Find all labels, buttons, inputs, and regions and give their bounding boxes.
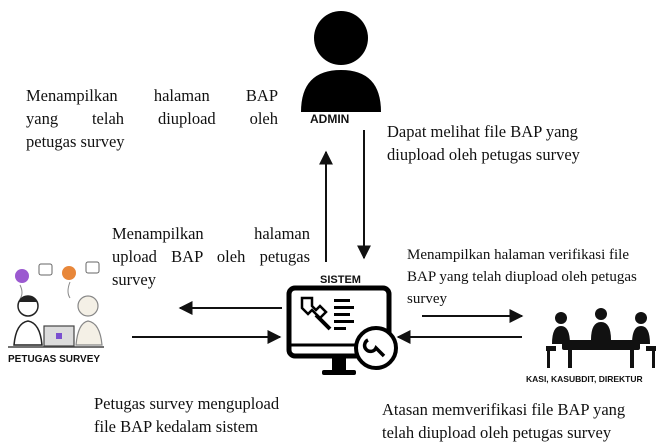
sistem-label: SISTEM — [320, 274, 361, 286]
petugas-survey-illustration — [8, 261, 104, 348]
admin-label: ADMIN — [310, 112, 350, 126]
petugas-label: PETUGAS SURVEY — [8, 354, 101, 365]
flow-text-to-petugas: Menampilkan halaman upload BAP oleh petu… — [112, 224, 310, 289]
flow-text-from-atasan: Atasan memverifikasi file BAP yang telah… — [382, 400, 626, 442]
flow-text-to-admin: Menampilkan halaman BAP yang telah diupl… — [26, 86, 278, 151]
flow-text-to-atasan: Menampilkan halaman verifikasi file BAP … — [407, 247, 637, 307]
admin-person-icon — [301, 11, 381, 112]
flow-text-from-admin: Dapat melihat file BAP yang diupload ole… — [387, 122, 580, 164]
sistem-computer-icon — [286, 285, 398, 375]
atasan-meeting-icon — [546, 308, 656, 368]
flow-text-from-petugas: Petugas survey mengupload file BAP kedal… — [94, 394, 280, 436]
atasan-label: KASI, KASUBDIT, DIREKTUR — [526, 374, 643, 384]
